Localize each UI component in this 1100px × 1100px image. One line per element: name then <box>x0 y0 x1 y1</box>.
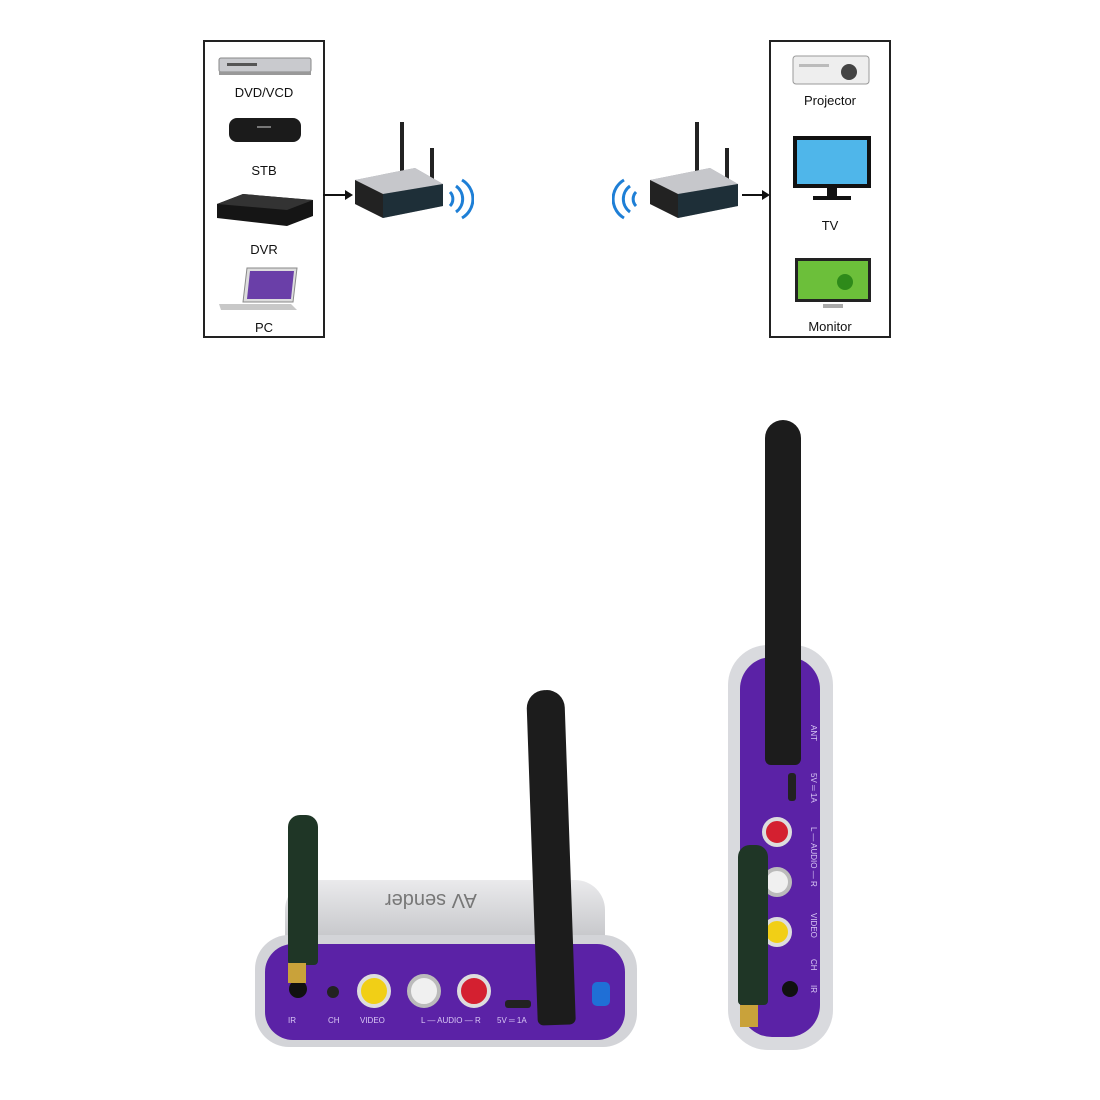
projector-icon <box>792 55 870 85</box>
ant-label: ANT <box>809 725 818 741</box>
display-label: Projector <box>803 93 857 108</box>
video-label: VIDEO <box>360 1016 385 1025</box>
video-label: VIDEO <box>809 913 818 938</box>
laptop-icon <box>219 267 298 310</box>
audio-left-jack <box>407 974 441 1008</box>
usb-power-port <box>788 773 796 801</box>
power-label: 5V ═ 1A <box>497 1016 527 1025</box>
ch-button[interactable] <box>327 986 339 998</box>
audio-right-jack <box>457 974 491 1008</box>
display-label: Monitor <box>808 319 852 334</box>
monitor-icon <box>795 258 871 308</box>
power-button[interactable] <box>592 982 610 1006</box>
tv-icon <box>793 136 871 200</box>
dvr-icon <box>217 194 313 226</box>
source-label: DVR <box>250 242 278 257</box>
display-devices-box: Projector TV Monitor <box>769 40 891 338</box>
audio-label: L — AUDIO — R <box>809 827 818 887</box>
long-antenna[interactable] <box>765 420 801 765</box>
transmitter-illustration <box>355 122 443 218</box>
receiver-illustration <box>650 122 738 218</box>
ir-port <box>289 980 307 998</box>
source-label: STB <box>251 163 277 178</box>
dvd-player-icon <box>218 57 312 75</box>
source-label: PC <box>254 320 274 335</box>
video-jack <box>357 974 391 1008</box>
short-antenna <box>288 815 318 965</box>
audio-right-jack <box>762 817 792 847</box>
source-label: DVD/VCD <box>234 85 294 100</box>
wifi-signal-icon <box>448 178 474 220</box>
ch-label: CH <box>328 1016 340 1025</box>
audio-label: L — AUDIO — R <box>421 1016 481 1025</box>
display-label: TV <box>821 218 839 233</box>
ir-port <box>782 981 798 997</box>
power-label: 5V ═ 1A <box>809 773 818 803</box>
antenna-connector <box>740 1005 758 1027</box>
usb-power-port <box>505 1000 531 1008</box>
ir-label: IR <box>809 985 818 993</box>
sender-top-text: AV sender <box>385 889 477 911</box>
ch-label: CH <box>809 959 818 971</box>
wifi-signal-icon <box>612 178 638 220</box>
set-top-box-icon <box>229 118 301 142</box>
ir-label: IR <box>288 1016 296 1025</box>
source-devices-box: DVD/VCD STB DVR PC <box>203 40 325 338</box>
antenna-connector <box>288 963 306 983</box>
short-antenna <box>738 845 768 1005</box>
arrow-right-icon <box>323 190 353 200</box>
arrow-right-icon <box>742 190 770 200</box>
